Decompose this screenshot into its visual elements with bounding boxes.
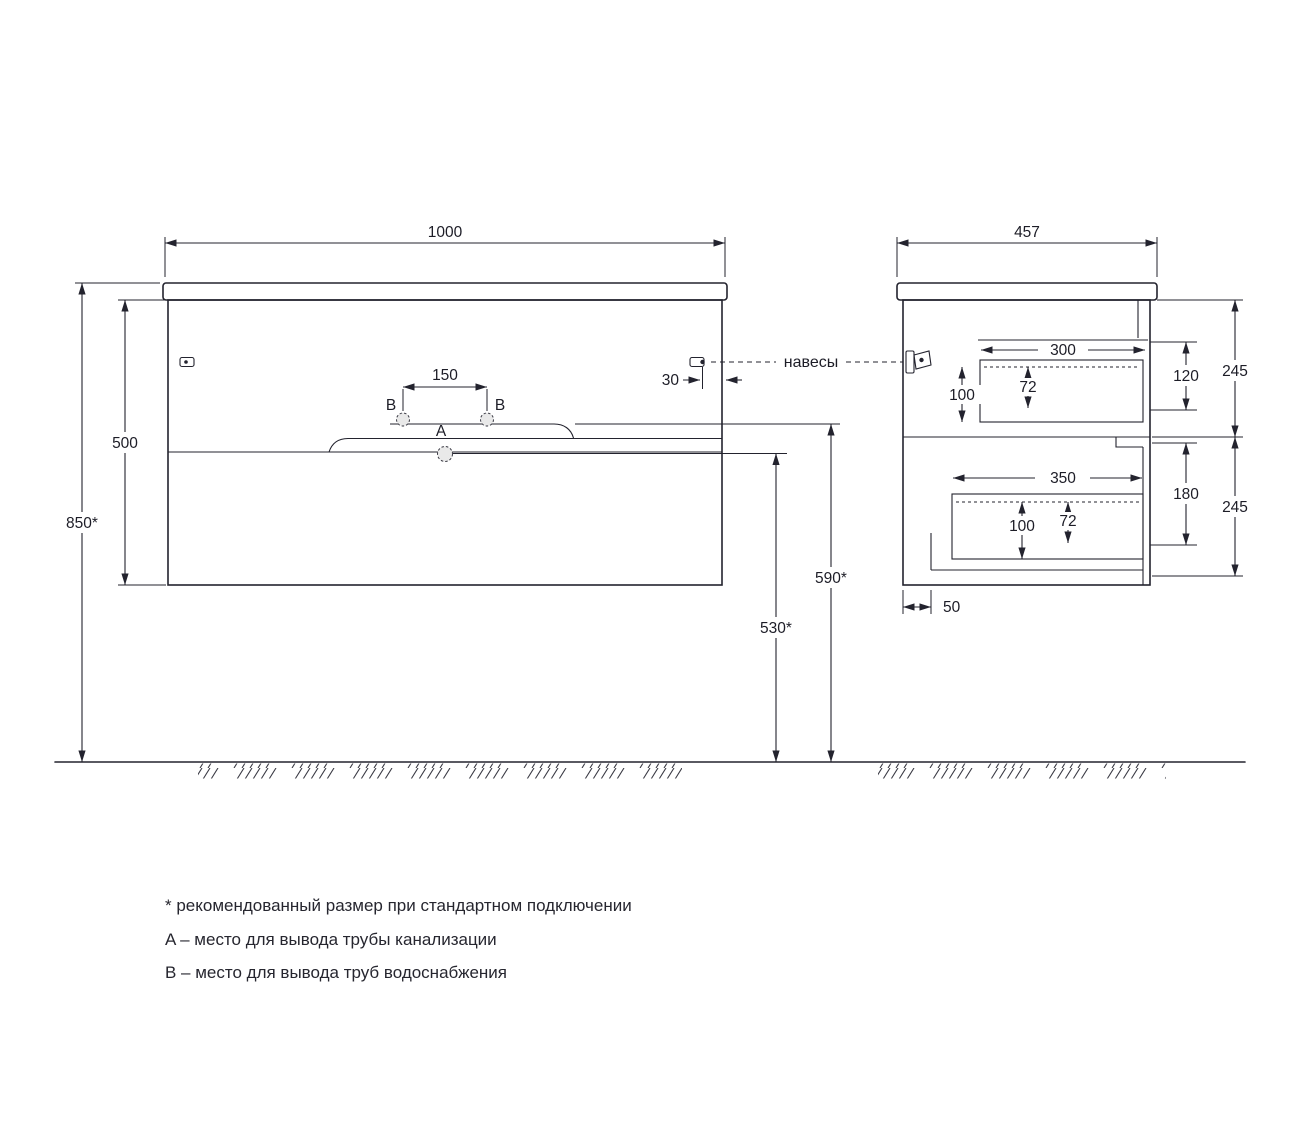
dim-top-drawer-rim-label: 72 (1019, 379, 1036, 396)
notes: * рекомендованный размер при стандартном… (165, 896, 632, 982)
note-b-water: B – место для вывода труб водоснабжения (165, 963, 507, 982)
side-cabinet-body (902, 299, 1151, 586)
water-hole-left (396, 412, 410, 427)
dim-top-drawer-rim: 72 (1014, 367, 1042, 408)
dim-top-drawer-inner: 100 (941, 367, 983, 422)
dim-top-section: 245 (1152, 299, 1258, 438)
front-countertop (162, 282, 728, 301)
front-view: навесы 1000 850* 500 150 B B (56, 224, 903, 762)
drain-hole (437, 446, 453, 462)
dim-bottom-drawer-length-label: 350 (1050, 470, 1076, 487)
dim-depth: 457 (896, 224, 1158, 277)
dim-top-drawer-length: 300 (981, 342, 1145, 359)
front-handle-groove-lower (328, 437, 722, 453)
dim-cabinet-height-label: 500 (112, 435, 138, 452)
front-hanger-right (689, 356, 705, 368)
bottom-drawer-box (951, 493, 1144, 560)
hangers-label: навесы (784, 354, 838, 371)
dim-cabinet-height: 500 (102, 299, 166, 586)
dim-top-front: 120 (1150, 341, 1208, 411)
dim-bottom-front-label: 180 (1173, 486, 1199, 503)
dim-back-offset: 50 (902, 590, 961, 616)
floor-hatch-left (198, 763, 682, 779)
note-a-drain: A – место для вывода трубы канализации (165, 930, 497, 949)
dim-bottom-front: 180 (1150, 442, 1208, 546)
label-b-right: B (495, 397, 505, 414)
dim-bottom-drawer-inner: 100 (1001, 502, 1043, 559)
floor (54, 761, 1246, 779)
floor-hatch-right (878, 763, 1166, 779)
dim-total-height-label: 850* (66, 515, 98, 532)
water-hole-right (480, 412, 494, 427)
dim-back-offset-label: 50 (943, 599, 961, 616)
dim-hinge-offset-label: 30 (662, 372, 680, 389)
side-view: 300 72 100 350 100 (896, 224, 1258, 616)
dim-bottom-section: 245 (1152, 437, 1258, 577)
dim-total-height: 850* (56, 282, 160, 762)
dim-bottom-drawer-inner-label: 100 (1009, 518, 1035, 535)
dim-supply-height: 590* (575, 423, 856, 762)
dim-top-drawer-length-label: 300 (1050, 342, 1076, 359)
dim-top-drawer-inner-label: 100 (949, 387, 975, 404)
dim-drain-height-label: 530* (760, 620, 792, 637)
dim-top-section-label: 245 (1222, 363, 1248, 380)
side-countertop (896, 282, 1158, 301)
side-hanger-bracket (905, 350, 932, 374)
label-b-left: B (386, 397, 396, 414)
dim-bottom-drawer-rim: 72 (1054, 502, 1082, 543)
front-handle-groove-upper (390, 423, 575, 439)
front-hanger-left (179, 356, 195, 368)
dim-front-width: 1000 (164, 224, 726, 277)
dim-drain-height: 530* (453, 453, 801, 762)
side-front-step (1115, 437, 1143, 448)
dim-depth-label: 457 (1014, 224, 1040, 241)
dim-bottom-drawer-rim-label: 72 (1059, 513, 1076, 530)
dim-top-front-label: 120 (1173, 368, 1199, 385)
dim-front-width-label: 1000 (428, 224, 463, 241)
label-a: A (436, 423, 447, 440)
dim-hinge-offset: 30 (662, 367, 742, 389)
top-drawer-box (979, 359, 1144, 423)
front-cabinet-body (167, 299, 723, 586)
note-recommended-size: * рекомендованный размер при стандартном… (165, 896, 632, 915)
dim-bottom-drawer-length: 350 (953, 470, 1142, 487)
dim-bottom-section-label: 245 (1222, 499, 1248, 516)
dim-holes-spacing: 150 (402, 367, 488, 411)
dim-holes-spacing-label: 150 (432, 367, 458, 384)
dim-supply-height-label: 590* (815, 570, 847, 587)
